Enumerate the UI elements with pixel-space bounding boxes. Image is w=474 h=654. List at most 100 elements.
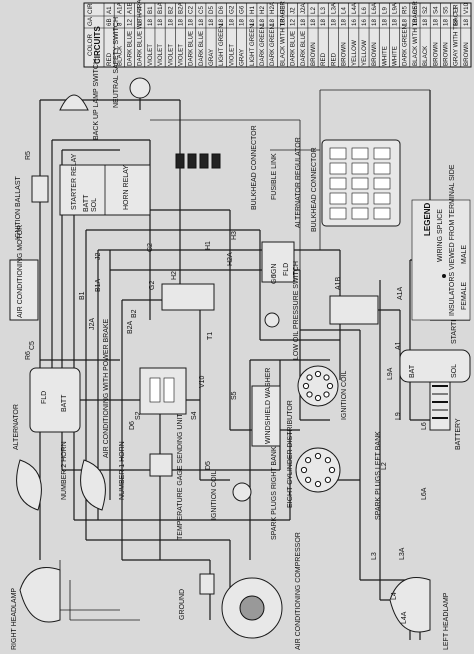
temperature-gage-sending-unit: TEMPERATURE GAGE SENDING UNIT	[149, 413, 184, 540]
table-cell: 18	[402, 19, 409, 26]
table-cell: 18	[137, 19, 144, 26]
svg-text:NEUTRAL SAFETY SWITCH: NEUTRAL SAFETY SWITCH	[113, 17, 120, 108]
table-cell: 16	[361, 19, 368, 26]
terminal-pin	[324, 476, 331, 483]
air-conditioning-compressor: AIR CONDITIONING COMPRESSOR	[221, 532, 302, 650]
neutral-safety-switch: NEUTRAL SAFETY SWITCH	[113, 17, 151, 110]
table-cell: S2	[422, 6, 429, 14]
table-cell: G2	[228, 5, 235, 14]
connector-cavity	[329, 147, 347, 160]
table-cell: VIOLET	[228, 44, 235, 66]
wire-tag: H2A	[227, 252, 234, 266]
ignition-coil-center: IGNITION COIL	[297, 365, 348, 420]
svg-text:LOW OIL PRESSURE SWITCH: LOW OIL PRESSURE SWITCH	[293, 261, 300, 360]
alternator: FLD BATT ALTERNATOR	[13, 367, 81, 450]
table-cell: DARK BLUE	[198, 31, 205, 66]
terminal-pin	[314, 370, 322, 378]
terminal-pin	[323, 374, 330, 381]
table-cell: 18	[330, 19, 337, 26]
table-cell: L2	[310, 7, 317, 14]
svg-text:RIGHT HEADLAMP: RIGHT HEADLAMP	[11, 588, 18, 650]
connector-cavity	[351, 207, 369, 220]
wire-tag: L6A	[421, 487, 428, 500]
bulkhead-lower-connector	[329, 295, 379, 325]
table-cell: G6	[239, 5, 246, 14]
table-cell: VIOLET	[157, 44, 164, 66]
table-cell: 18	[432, 19, 439, 26]
wire-tag: R6	[25, 351, 32, 360]
table-cell: 18	[198, 19, 205, 26]
table-cell: 18	[453, 19, 460, 26]
table-cell: 18	[147, 19, 154, 26]
table-cell: BLACK	[116, 45, 123, 66]
table-cell: VIOLET	[167, 44, 174, 66]
wire-tag: L4	[391, 592, 398, 600]
terminal-pin	[314, 452, 322, 460]
table-cell: B2A	[177, 1, 184, 14]
svg-text:HORN RELAY: HORN RELAY	[123, 165, 130, 210]
wire-tag: L4A	[401, 611, 408, 624]
circuits-table: CIRCUITS CIRGACOLORA16BREDA1A8BLACKA1B12…	[83, 0, 472, 68]
table-cell: BLACK WITH TRACER	[279, 1, 286, 66]
table-cell: 12	[126, 19, 133, 26]
table-cell: DARK BLUE	[300, 31, 307, 66]
ground: GROUND	[179, 573, 215, 620]
svg-text:GROUND: GROUND	[179, 589, 186, 620]
wire-tag: D5	[205, 461, 212, 470]
svg-text:SOL: SOL	[91, 198, 98, 212]
table-cell: BROWN	[463, 42, 470, 66]
table-cell: L4A	[351, 2, 358, 14]
connector-cavity	[373, 192, 391, 205]
svg-text:EIGHT CYLINDER DISTRIBUTOR: EIGHT CYLINDER DISTRIBUTOR	[287, 400, 294, 508]
table-cell: J2	[290, 7, 297, 14]
table-cell: L4	[341, 7, 348, 14]
terminal-pin	[328, 466, 336, 474]
table-cell: A4	[137, 6, 144, 14]
number-2-horn: NUMBER 2 HORN	[16, 441, 68, 511]
table-cell: DARK GREEN	[269, 25, 276, 66]
wire-tag: A1	[395, 341, 402, 350]
wire-tag: J2A	[89, 318, 96, 330]
terminal-pin	[306, 391, 313, 398]
table-cell: DARK BLUE WITH TRACER	[137, 0, 144, 66]
alternator-regulator: IGN FLD ALTERNATOR REGULATOR	[261, 137, 302, 283]
wire-tag: D6	[129, 421, 136, 430]
table-cell: 18	[188, 19, 195, 26]
table-cell: DARK GREEN	[259, 25, 266, 66]
table-cell: 12	[290, 19, 297, 26]
table-cell: C2	[188, 6, 195, 14]
table-cell: 18	[239, 19, 246, 26]
svg-text:NUMBER 1 HORN: NUMBER 1 HORN	[119, 441, 126, 500]
table-cell: DARK BLUE	[290, 31, 297, 66]
table-cell: L6A	[371, 2, 378, 14]
svg-text:STARTER RELAY: STARTER RELAY	[71, 153, 78, 210]
table-header-cell: COLOR	[87, 33, 94, 56]
table-cell: L9	[381, 7, 388, 14]
table-cell: 18	[259, 19, 266, 26]
svg-text:IGNITION BALLAST: IGNITION BALLAST	[15, 175, 22, 240]
air-conditioning-motor: AIR CONDITIONING MOTOR	[9, 225, 39, 321]
wire-tag: B2A	[127, 320, 134, 334]
svg-text:FLD: FLD	[283, 263, 290, 276]
table-cell: V10	[463, 2, 470, 14]
table-cell: GRAY WITH TRACER	[453, 4, 460, 66]
wire-tag: G6	[271, 275, 278, 284]
svg-text:TEMPERATURE GAGE SENDING UNIT: TEMPERATURE GAGE SENDING UNIT	[177, 413, 184, 540]
table-cell: R6	[412, 6, 419, 14]
wire-tag: B1A	[95, 278, 102, 292]
table-cell: T1	[453, 6, 460, 14]
connector-cavity	[351, 147, 369, 160]
svg-text:FEMALE: FEMALE	[461, 282, 468, 310]
table-cell: LIGHT GREEN	[218, 24, 225, 66]
wire-tag: C2	[147, 243, 154, 252]
connector-cavity	[329, 162, 347, 175]
wire-tag: L9	[395, 412, 402, 420]
table-cell: BROWN	[310, 42, 317, 66]
connector-cavity	[351, 162, 369, 175]
svg-text:FLD: FLD	[41, 391, 48, 404]
table-cell: RED	[106, 52, 113, 66]
table-cell: VIOLET	[147, 44, 154, 66]
table-cell: L3A	[330, 2, 337, 14]
terminal-pin	[305, 457, 312, 464]
table-cell: 18	[269, 19, 276, 26]
